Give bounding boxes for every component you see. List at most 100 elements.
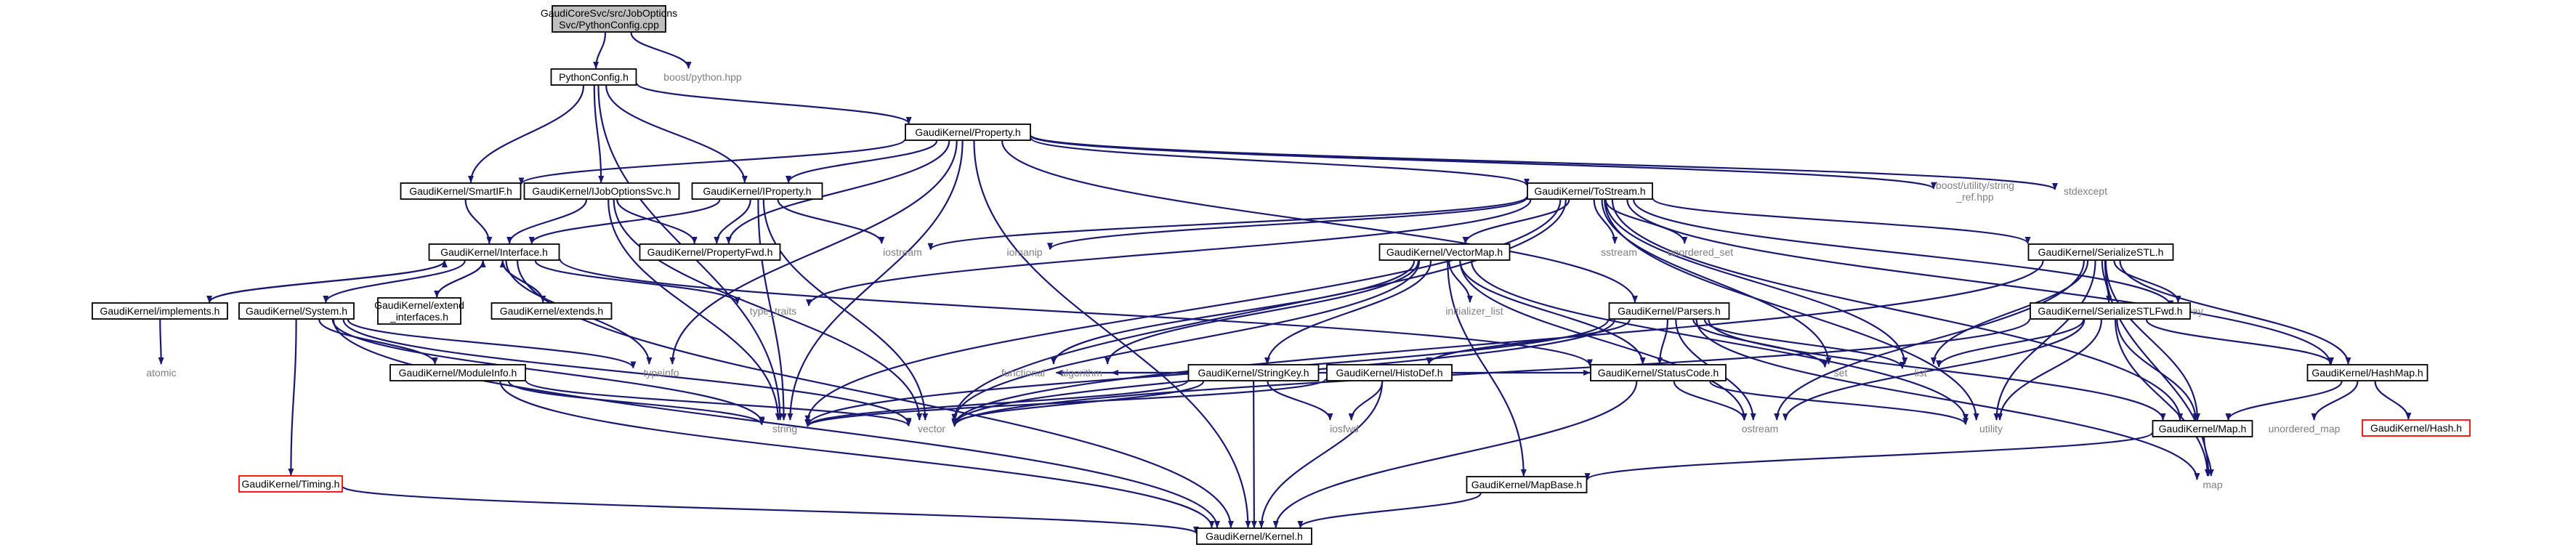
edge-serializestl-h-to-array xyxy=(2113,260,2181,303)
node-pythonconfig-h[interactable]: PythonConfig.h xyxy=(550,68,637,86)
edge-tostream-h-to-type-traits xyxy=(806,199,1532,307)
node-gaudikernel-interface-h[interactable]: GaudiKernel/Interface.h xyxy=(428,243,560,261)
node-box xyxy=(1187,364,1320,381)
node-gaudikernel-parsers-h[interactable]: GaudiKernel/Parsers.h xyxy=(1608,302,1730,320)
node-label: GaudiKernel/Map.h xyxy=(2159,423,2247,434)
node-label: GaudiKernel/SmartIF.h xyxy=(409,185,512,197)
edge-ijoboptionssvc-h-to-string xyxy=(607,199,781,421)
node-gaudikernel-stringkey-h[interactable]: GaudiKernel/StringKey.h xyxy=(1187,364,1320,381)
edge-ijoboptionssvc-h-to-vector xyxy=(613,199,923,421)
node-gaudikernel-statuscode-h[interactable]: GaudiKernel/StatusCode.h xyxy=(1590,364,1727,381)
node-gaudikernel-tostream-h[interactable]: GaudiKernel/ToStream.h xyxy=(1527,182,1653,200)
node-box xyxy=(92,302,228,320)
node-gaudikernel-smartif-h[interactable]: GaudiKernel/SmartIF.h xyxy=(400,182,522,200)
edge-moduleinfo-h-to-kernel-h xyxy=(499,381,1215,528)
node-gaudikernel-iproperty-h[interactable]: GaudiKernel/IProperty.h xyxy=(691,182,823,200)
node-gaudikernel-system-h[interactable]: GaudiKernel/System.h xyxy=(238,302,355,320)
node-box xyxy=(639,243,781,261)
edge-root-to-boost-python xyxy=(630,32,692,69)
node-label: iomanip xyxy=(1006,246,1042,258)
node-gaudikernel-histodef-h[interactable]: GaudiKernel/HistoDef.h xyxy=(1326,364,1453,381)
node-label: sstream xyxy=(1601,246,1637,258)
node-label: unordered_set xyxy=(1668,246,1733,258)
edge-serializestl-h-to-utility xyxy=(1993,260,2096,421)
edge-parsers-h-to-histodef-h xyxy=(1426,319,1631,365)
node-box xyxy=(552,5,666,33)
edge-tostream-h-to-array xyxy=(1633,199,2174,308)
node-label: GaudiKernel/StringKey.h xyxy=(1198,367,1309,379)
node-label: _interfaces.h xyxy=(389,311,448,323)
node-gaudikernel-extends-h[interactable]: GaudiKernel/extends.h xyxy=(490,302,613,320)
node-label: initializer_list xyxy=(1445,305,1503,317)
edge-vectormap-h-to-vector xyxy=(951,260,1421,422)
node-gaudikernel-timing-h[interactable]: GaudiKernel/Timing.h xyxy=(238,475,343,493)
node-box xyxy=(1326,364,1453,381)
node-label: PythonConfig.h xyxy=(559,71,629,83)
edge-statuscode-h-to-ostream xyxy=(1673,381,1748,421)
node-gaudikernel-ijoboptionssvc-h[interactable]: GaudiKernel/IJobOptionsSvc.h xyxy=(523,182,680,200)
node-label: Svc/PythonConfig.cpp xyxy=(559,19,659,31)
edge-vectormap-h-to-initializer-list xyxy=(1448,260,1473,303)
edge-tostream-h-to-vector xyxy=(951,199,1567,421)
node-list: list xyxy=(1914,367,1926,379)
node-box xyxy=(2027,243,2174,261)
node-label: GaudiKernel/HistoDef.h xyxy=(1336,367,1442,379)
edge-iproperty-h-to-vector xyxy=(762,199,929,421)
edge-property-h-to-smartif-h xyxy=(518,139,906,185)
edge-property-h-to-stdexcept xyxy=(1030,134,2058,190)
edge-system-h-to-typeinfo xyxy=(347,319,637,369)
edge-property-h-to-boost-string-ref xyxy=(1030,135,1937,190)
node-box xyxy=(2030,302,2191,320)
edge-property-h-to-iproperty-h xyxy=(786,140,938,183)
node-gaudikernel-serializestlfwd-h[interactable]: GaudiKernel/SerializeSTLFwd.h xyxy=(2030,302,2191,320)
node-label: map xyxy=(2202,479,2222,490)
node-label: GaudiKernel/SerializeSTLFwd.h xyxy=(2038,305,2182,317)
node-gaudikernel-hash-h[interactable]: GaudiKernel/Hash.h xyxy=(2362,419,2471,437)
node-gaudikernel-map-h[interactable]: GaudiKernel/Map.h xyxy=(2152,420,2253,437)
edge-property-h-to-typeinfo xyxy=(669,140,958,365)
node-iosfwd: iosfwd xyxy=(1330,423,1359,434)
edge-vectormap-h-to-algorithm xyxy=(1105,260,1419,365)
node-gaudikernel-moduleinfo-h[interactable]: GaudiKernel/ModuleInfo.h xyxy=(389,364,526,381)
node-box xyxy=(238,475,343,493)
edge-tostream-h-to-iostream xyxy=(927,195,1528,251)
node-gaudikernel-serializestl-h[interactable]: GaudiKernel/SerializeSTL.h xyxy=(2027,243,2174,261)
edge-property-h-to-propertyfwd-h xyxy=(725,140,950,244)
node-gaudikernel-propertyfwd-h[interactable]: GaudiKernel/PropertyFwd.h xyxy=(639,243,781,261)
node-gaudikernel-vectormap-h[interactable]: GaudiKernel/VectorMap.h xyxy=(1378,243,1511,261)
node-boost-python-hpp: boost/python.hpp xyxy=(663,71,742,83)
node-box xyxy=(428,243,560,261)
edge-parsers-h-to-statuscode-h xyxy=(1657,319,1668,365)
node-label: GaudiKernel/System.h xyxy=(246,305,347,317)
edge-pythonconfig-h-to-ijoboptionssvc-h xyxy=(593,85,605,183)
node-box xyxy=(905,124,1031,141)
node-gaudikernel-hashmap-h[interactable]: GaudiKernel/HashMap.h xyxy=(2306,364,2428,381)
node-label: GaudiKernel/extends.h xyxy=(500,305,603,317)
node-box xyxy=(2152,420,2253,437)
node-gaudikernel-kernel-h[interactable]: GaudiKernel/Kernel.h xyxy=(1196,527,1312,545)
edge-serializestl-h-to-ostream xyxy=(1774,260,2085,421)
node-gaudicoresvc-src-joboptionssvc-pythonconfig-cpp[interactable]: GaudiCoreSvc/src/JobOptionsSvc/PythonCon… xyxy=(541,5,677,33)
node-box xyxy=(1527,182,1653,200)
edge-tostream-h-to-iomanip xyxy=(1047,197,1528,251)
node-gaudikernel-implements-h[interactable]: GaudiKernel/implements.h xyxy=(92,302,228,320)
edge-system-h-to-timing-h xyxy=(288,319,297,476)
node-box xyxy=(1466,476,1588,493)
edge-tostream-h-to-hashmap-h xyxy=(1626,199,2333,365)
edge-extend-interfaces-h-to-interface-h xyxy=(436,260,486,298)
edge-ijoboptionssvc-h-to-interface-h xyxy=(506,199,587,244)
node-gaudikernel-mapbase-h[interactable]: GaudiKernel/MapBase.h xyxy=(1466,476,1588,493)
edge-stringkey-h-to-iosfwd xyxy=(1267,381,1333,421)
edge-moduleinfo-h-to-string xyxy=(508,381,765,426)
node-label: GaudiKernel/Parsers.h xyxy=(1618,305,1721,317)
edge-iproperty-h-to-interface-h xyxy=(528,199,721,244)
edge-map-h-to-mapbase-h xyxy=(1584,432,2153,481)
edge-serializestl-h-to-map xyxy=(2104,260,2212,477)
edge-tostream-h-to-list xyxy=(1604,199,1908,365)
node-functional: functional xyxy=(1001,367,1045,379)
node-gaudikernel-property-h[interactable]: GaudiKernel/Property.h xyxy=(905,124,1031,141)
node-label: GaudiKernel/ModuleInfo.h xyxy=(399,367,517,379)
node-box xyxy=(1608,302,1730,320)
node-gaudikernel-extend-interfaces-h[interactable]: GaudiKernel/extend_interfaces.h xyxy=(374,297,464,325)
edge-pythonconfig-h-to-iproperty-h xyxy=(605,85,748,183)
